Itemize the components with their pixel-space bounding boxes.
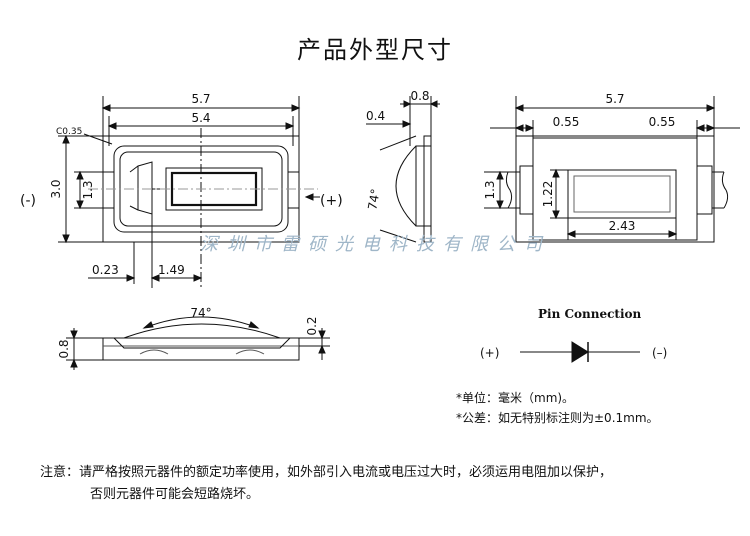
pin-connection-title: Pin Connection bbox=[538, 307, 642, 321]
bottom-view-window bbox=[567, 169, 677, 219]
pin-plus-label: (+) bbox=[480, 346, 499, 360]
bottom-view-body bbox=[515, 135, 715, 243]
tolerance-note: *公差：如无特别标注则为±0.1mm。 bbox=[456, 411, 659, 425]
dim-bottom-total-width: 5.7 bbox=[605, 92, 624, 106]
front-view-dome bbox=[123, 323, 281, 339]
top-view-left-pad bbox=[102, 171, 115, 209]
spec-notes: *单位：毫米（mm)。 *公差：如无特别标注则为±0.1mm。 bbox=[456, 388, 659, 428]
dim-bottom-right-pad: 0.55 bbox=[649, 115, 676, 129]
front-view: 74° 0.8 0.2 bbox=[57, 306, 330, 370]
dim-bottom-pad-height: 1.3 bbox=[483, 180, 497, 199]
top-view: 5.7 5.4 C0.35 3.0 1.3 0.23 1.49 (-) bbox=[20, 92, 343, 288]
company-watermark: 深圳市雷硕光电科技有限公司 bbox=[200, 234, 551, 255]
dim-bottom-window-height: 1.22 bbox=[541, 181, 555, 208]
pin-minus-label: (–) bbox=[652, 346, 667, 360]
page-title: 产品外型尺寸 bbox=[297, 36, 453, 64]
dim-top-total-width: 5.7 bbox=[191, 92, 210, 106]
dim-side-lens-offset: 0.4 bbox=[366, 109, 385, 123]
dim-front-dome: 0.2 bbox=[305, 316, 319, 335]
diode-symbol bbox=[571, 341, 589, 363]
dim-center-offset: 1.49 bbox=[158, 263, 185, 277]
side-view-lens bbox=[395, 145, 417, 227]
minus-terminal-label: (-) bbox=[20, 193, 36, 209]
dim-corner-chamfer: C0.35 bbox=[56, 127, 82, 137]
plus-terminal-label: (+) bbox=[320, 193, 343, 209]
dim-side-angle: 74° bbox=[365, 188, 382, 211]
dim-top-height: 3.0 bbox=[49, 179, 63, 198]
unit-note: *单位：毫米（mm)。 bbox=[456, 391, 575, 405]
dim-top-pad-height: 1.3 bbox=[81, 180, 95, 199]
dim-side-thickness: 0.8 bbox=[410, 89, 429, 103]
front-view-body bbox=[102, 337, 300, 361]
dim-front-height: 0.8 bbox=[57, 339, 71, 358]
side-view: 0.8 0.4 74° bbox=[365, 89, 440, 243]
dim-bottom-window-width: 2.43 bbox=[609, 219, 636, 233]
caution-line-2: 否则元器件可能会短路烧坏。 bbox=[90, 487, 260, 502]
caution-footer: 注意：请严格按照元器件的额定功率使用，如外部引入电流或电压过大时，必须运用电阻加… bbox=[40, 462, 612, 506]
top-view-right-pad bbox=[287, 171, 300, 209]
dim-front-angle: 74° bbox=[190, 306, 211, 320]
bottom-view: 5.7 0.55 0.55 1.3 1.22 2.43 bbox=[483, 92, 740, 243]
dim-pad-offset: 0.23 bbox=[92, 263, 119, 277]
caution-line-1: 注意：请严格按照元器件的额定功率使用，如外部引入电流或电压过大时，必须运用电阻加… bbox=[40, 465, 613, 480]
dim-bottom-left-pad: 0.55 bbox=[553, 115, 580, 129]
pin-connection: Pin Connection (+) (–) bbox=[480, 307, 667, 363]
dim-top-inner-width: 5.4 bbox=[191, 111, 210, 125]
